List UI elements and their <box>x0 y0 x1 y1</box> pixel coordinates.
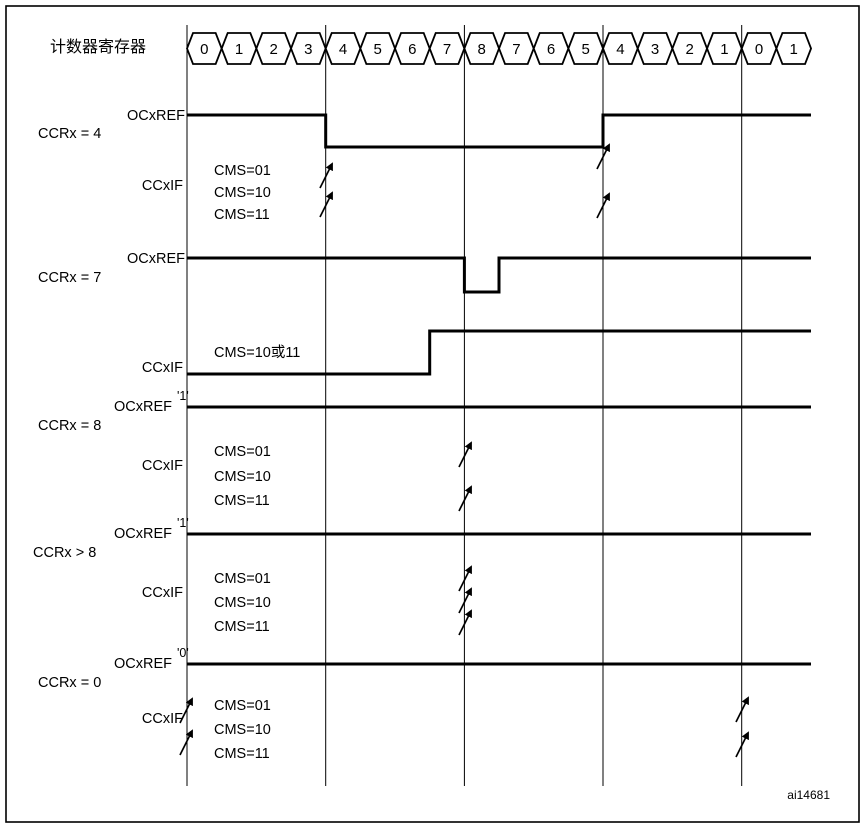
event-arrow <box>735 696 749 723</box>
event-arrow <box>319 162 333 189</box>
cms-label: CMS=10或11 <box>214 344 300 361</box>
event-arrow <box>735 731 749 758</box>
level-label: '1' <box>177 516 189 530</box>
cms-label: CMS=11 <box>214 746 270 762</box>
cms-label: CMS=01 <box>214 163 271 179</box>
figure-border <box>5 5 860 823</box>
cms-label: CMS=01 <box>214 698 271 714</box>
ccr-value-label: CCRx = 4 <box>38 126 101 142</box>
event-arrow <box>179 729 193 756</box>
counter-value: 7 <box>443 41 451 58</box>
ccr-value-label: CCRx = 7 <box>38 270 101 286</box>
event-arrow <box>458 441 472 468</box>
cms-label: CMS=11 <box>214 207 270 223</box>
counter-value: 7 <box>512 41 520 58</box>
counter-value: 1 <box>235 41 243 58</box>
signal-group-ccrx0: OCxREF '0' CCRx = 0 CCxIF CMS=01 CMS=10 … <box>38 646 811 762</box>
ocxref-label: OCxREF <box>127 251 185 267</box>
counter-bus: 0 1 2 3 4 5 6 7 8 7 6 5 4 3 2 1 0 1 <box>186 32 813 65</box>
counter-value: 3 <box>651 41 659 58</box>
ccxif-label: CCxIF <box>142 711 183 727</box>
event-arrows <box>458 565 472 636</box>
event-arrows <box>179 696 749 758</box>
signal-group-ccrx-gt8: OCxREF '1' CCRx > 8 CCxIF CMS=01 CMS=10 … <box>33 516 811 636</box>
signal-group-ccrx8: OCxREF '1' CCRx = 8 CCxIF CMS=01 CMS=10 … <box>38 389 811 512</box>
counter-register-label: 计数器寄存器 <box>50 38 146 56</box>
event-arrow <box>596 143 610 170</box>
cms-label: CMS=10 <box>214 185 271 201</box>
cms-label: CMS=01 <box>214 571 271 587</box>
ocxref-waveform <box>187 256 811 294</box>
figure-id: ai14681 <box>787 788 830 802</box>
ccxif-label: CCxIF <box>142 585 183 601</box>
counter-value: 0 <box>755 41 763 58</box>
ocxref-label: OCxREF <box>114 656 172 672</box>
ocxref-waveform <box>187 113 811 149</box>
event-arrows <box>458 441 472 512</box>
signal-group-ccrx7: OCxREF CCRx = 7 CMS=10或11 CCxIF <box>38 251 811 376</box>
counter-value: 4 <box>616 41 624 58</box>
counter-value: 1 <box>720 41 728 58</box>
cms-label: CMS=01 <box>214 444 271 460</box>
event-arrow <box>458 485 472 512</box>
ocxref-label: OCxREF <box>114 399 172 415</box>
ccxif-label: CCxIF <box>142 360 183 376</box>
ccr-value-label: CCRx = 0 <box>38 675 101 691</box>
counter-value: 4 <box>339 41 347 58</box>
counter-value: 1 <box>790 41 798 58</box>
event-arrow <box>458 609 472 636</box>
counter-value: 2 <box>270 41 278 58</box>
counter-value: 0 <box>200 41 208 58</box>
ccr-value-label: CCRx = 8 <box>38 418 101 434</box>
ccr-value-label: CCRx > 8 <box>33 545 96 561</box>
level-label: '0' <box>177 646 189 660</box>
counter-value: 6 <box>547 41 555 58</box>
counter-cell <box>775 32 813 65</box>
cms-label: CMS=11 <box>214 493 270 509</box>
event-arrow <box>179 697 193 724</box>
event-arrow <box>319 191 333 218</box>
event-arrows <box>319 143 610 219</box>
cms-label: CMS=11 <box>214 619 270 635</box>
event-arrow <box>596 192 610 219</box>
cms-label: CMS=10 <box>214 722 271 738</box>
ccxif-waveform <box>187 329 811 376</box>
ccxif-label: CCxIF <box>142 458 183 474</box>
counter-value: 2 <box>686 41 694 58</box>
counter-value: 8 <box>478 41 486 58</box>
cms-label: CMS=10 <box>214 469 271 485</box>
event-arrow <box>458 587 472 614</box>
cms-label: CMS=10 <box>214 595 271 611</box>
signal-group-ccrx4: OCxREF CCRx = 4 CCxIF CMS=01 CMS=10 CMS=… <box>38 108 811 223</box>
counter-value: 3 <box>304 41 312 58</box>
counter-value: 5 <box>582 41 590 58</box>
ocxref-label: OCxREF <box>114 526 172 542</box>
ccxif-label: CCxIF <box>142 178 183 194</box>
event-arrow <box>458 565 472 592</box>
counter-value: 5 <box>374 41 382 58</box>
ocxref-label: OCxREF <box>127 108 185 124</box>
counter-value: 6 <box>408 41 416 58</box>
level-label: '1' <box>177 389 189 403</box>
